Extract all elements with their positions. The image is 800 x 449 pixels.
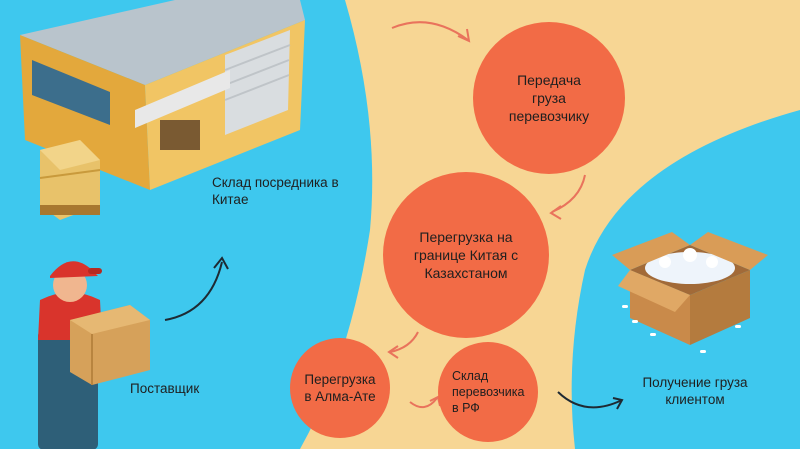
warehouse-building-icon — [20, 0, 305, 220]
arrow-border-to-almaty — [389, 331, 419, 353]
label-warehouse: Склад посредника в Китае — [212, 175, 339, 207]
arrow-rf-to-receipt-head — [612, 397, 624, 410]
node-handover: Передача груза перевозчику — [473, 22, 625, 174]
label-supplier: Поставщик — [130, 381, 200, 396]
node-border: Перегрузка на границе Китая с Казахстано… — [383, 172, 549, 338]
node-border-label: Перегрузка на границе Китая с Казахстано… — [413, 229, 519, 281]
arrow-border-to-almaty-head — [387, 345, 399, 359]
node-rf-warehouse-label: Склад перевозчика в РФ — [452, 369, 525, 415]
arrow-rf-to-receipt — [557, 391, 623, 409]
arrow-to-handover-head — [457, 28, 471, 43]
delivery-worker-icon — [38, 261, 150, 449]
node-rf-warehouse: Склад перевозчика в РФ — [438, 342, 538, 442]
node-almaty-label: Перегрузка в Алма-Ате — [304, 372, 376, 404]
node-almaty: Перегрузка в Алма-Ате — [290, 338, 390, 438]
arrow-to-handover — [391, 21, 469, 41]
node-handover-label: Передача груза перевозчику — [508, 72, 590, 124]
arrow-supplier-to-warehouse-head — [213, 256, 229, 270]
arrow-almaty-to-rf — [409, 397, 438, 409]
arrow-supplier-to-warehouse — [164, 261, 223, 321]
arrow-handover-to-border-head — [549, 205, 562, 220]
open-box-icon — [612, 232, 768, 353]
label-receipt: Получение груза клиентом — [642, 375, 748, 407]
